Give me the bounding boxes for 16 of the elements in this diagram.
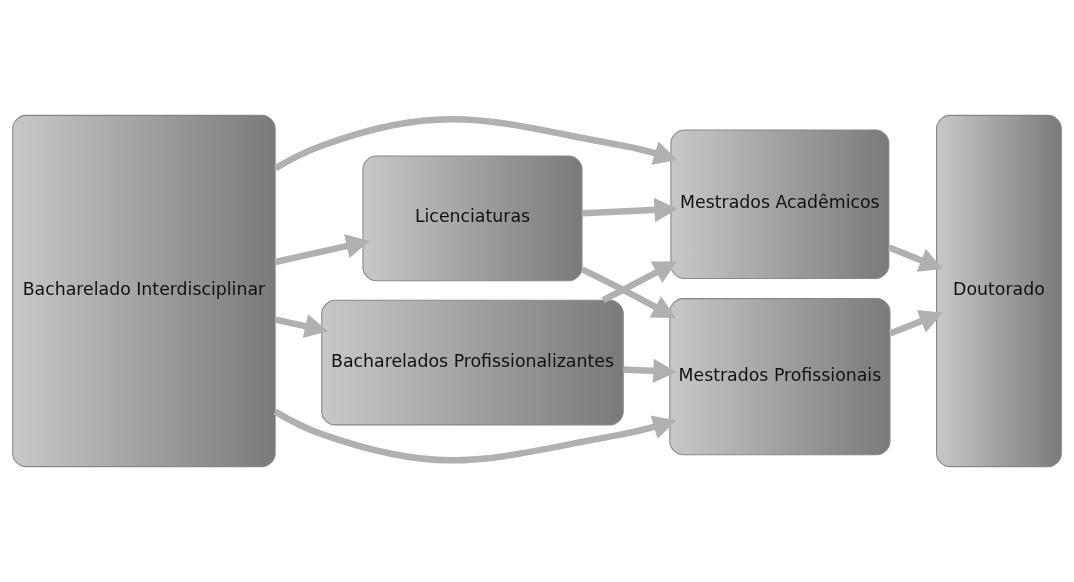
arrow: [887, 244, 943, 272]
node-box: Mestrados Profissionais: [669, 298, 891, 456]
arrow: [601, 261, 677, 304]
node-box: Bacharelado Interdisciplinar: [12, 114, 276, 468]
arrow: [274, 314, 329, 339]
arrow: [273, 115, 678, 172]
arrow: [274, 234, 370, 266]
node-box: Bacharelados Profissionalizantes: [321, 299, 624, 426]
arrow: [888, 309, 943, 337]
node-box: Doutorado: [936, 114, 1062, 468]
arrow: [580, 266, 676, 318]
node-box: Mestrados Acadêmicos: [670, 129, 890, 280]
arrow: [273, 408, 677, 464]
arrow: [623, 358, 677, 384]
arrow: [581, 197, 678, 223]
node-box: Licenciaturas: [362, 155, 583, 282]
